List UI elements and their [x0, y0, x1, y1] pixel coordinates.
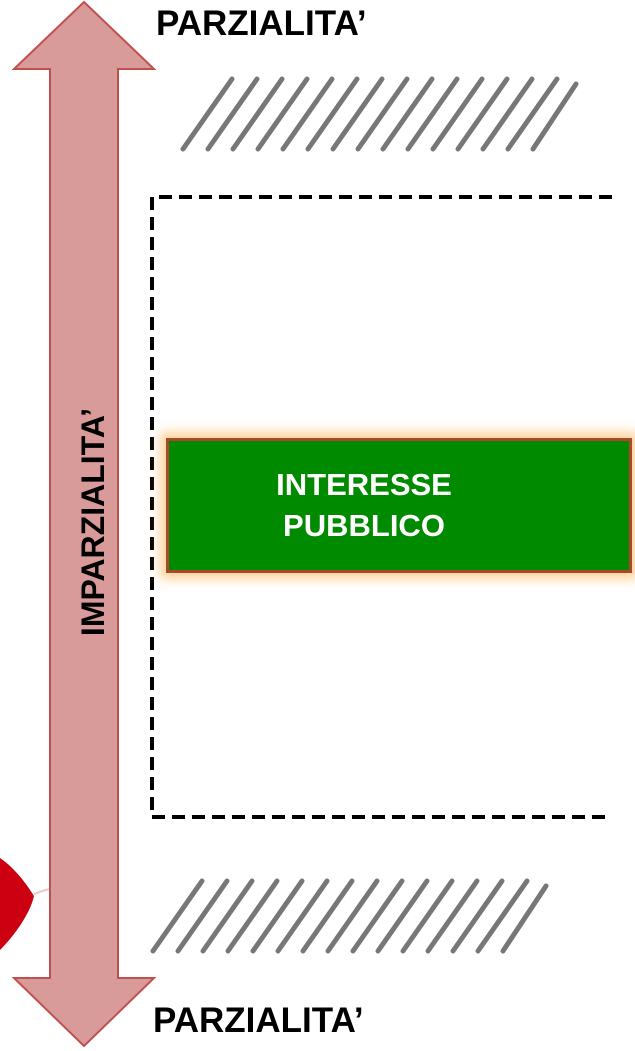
hatch-top — [180, 76, 579, 152]
public-interest-line2: PUBBLICO — [283, 507, 445, 543]
top-label: PARZIALITA’ — [156, 4, 367, 43]
public-interest-line1: INTERESSE — [276, 466, 452, 502]
axis-label: IMPARZIALITA’ — [75, 407, 111, 637]
dashed-frame — [150, 195, 612, 819]
public-interest-text: INTERESSE PUBBLICO — [276, 465, 452, 547]
bottom-label: PARZIALITA’ — [153, 1001, 364, 1040]
public-interest-box: INTERESSE PUBBLICO — [166, 438, 632, 573]
double-arrow — [11, 0, 157, 1048]
hatch-bottom — [150, 878, 549, 954]
